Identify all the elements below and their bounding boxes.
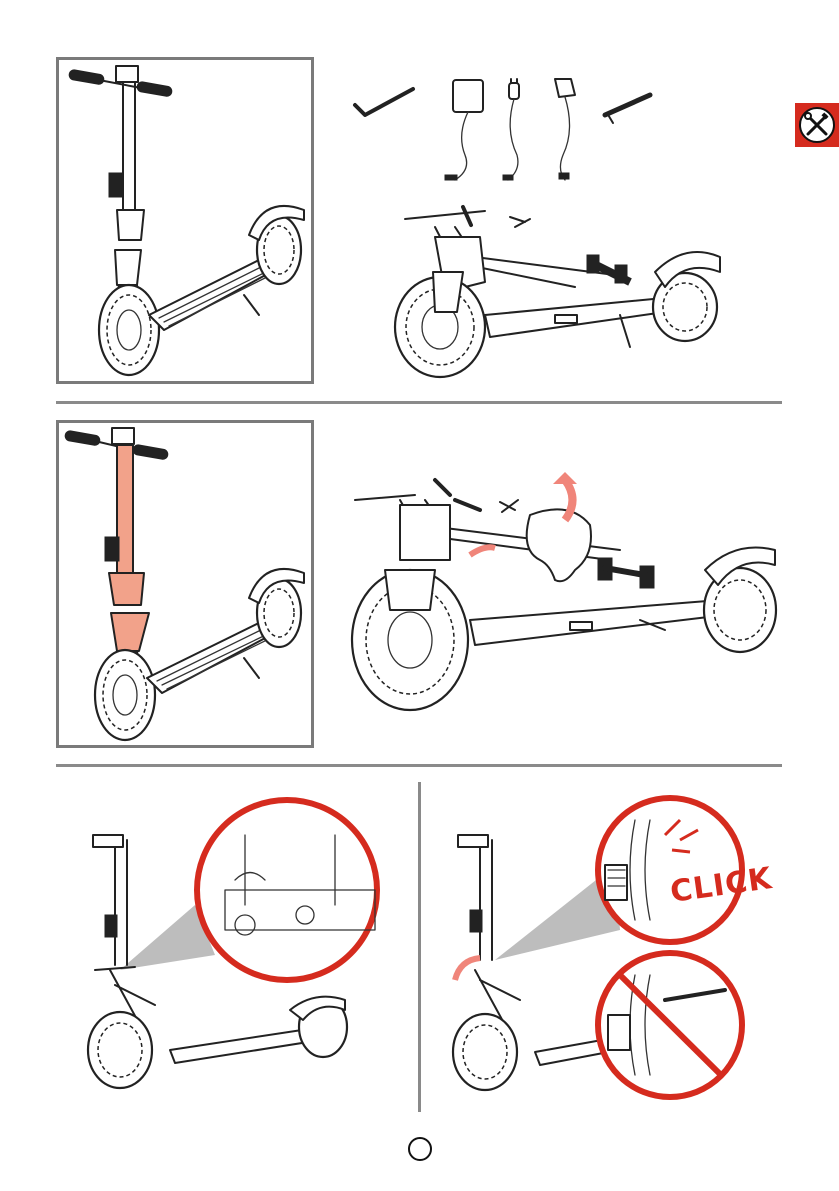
hex-key-icon (355, 89, 413, 115)
axle-bolt-icon (605, 95, 650, 123)
highlight-frame (56, 420, 314, 748)
latch-detail-illustration (75, 795, 405, 1095)
page-number (408, 1137, 432, 1161)
lever-check-illustration (440, 790, 770, 1110)
unfold-stem-illustration (340, 470, 785, 740)
hand-icon (527, 509, 591, 581)
scooter-stem-highlight-illustration (59, 423, 311, 745)
vertical-divider (418, 782, 421, 1112)
push-arrow-icon (455, 958, 480, 980)
divider-2 (56, 764, 782, 767)
scooter-folded-illustration (375, 197, 725, 377)
accessories-illustration (345, 75, 665, 185)
section-tab (795, 103, 839, 147)
rotate-arrow-icon (470, 547, 495, 555)
eu-plug-cable-icon (503, 79, 519, 180)
divider-1 (56, 401, 782, 404)
scooter-unfolded-illustration (59, 60, 311, 381)
up-arrow-icon (565, 480, 573, 520)
tools-icon (795, 103, 839, 147)
overview-frame (56, 57, 314, 384)
uk-plug-cable-icon (555, 79, 575, 180)
charger-icon (445, 80, 483, 180)
